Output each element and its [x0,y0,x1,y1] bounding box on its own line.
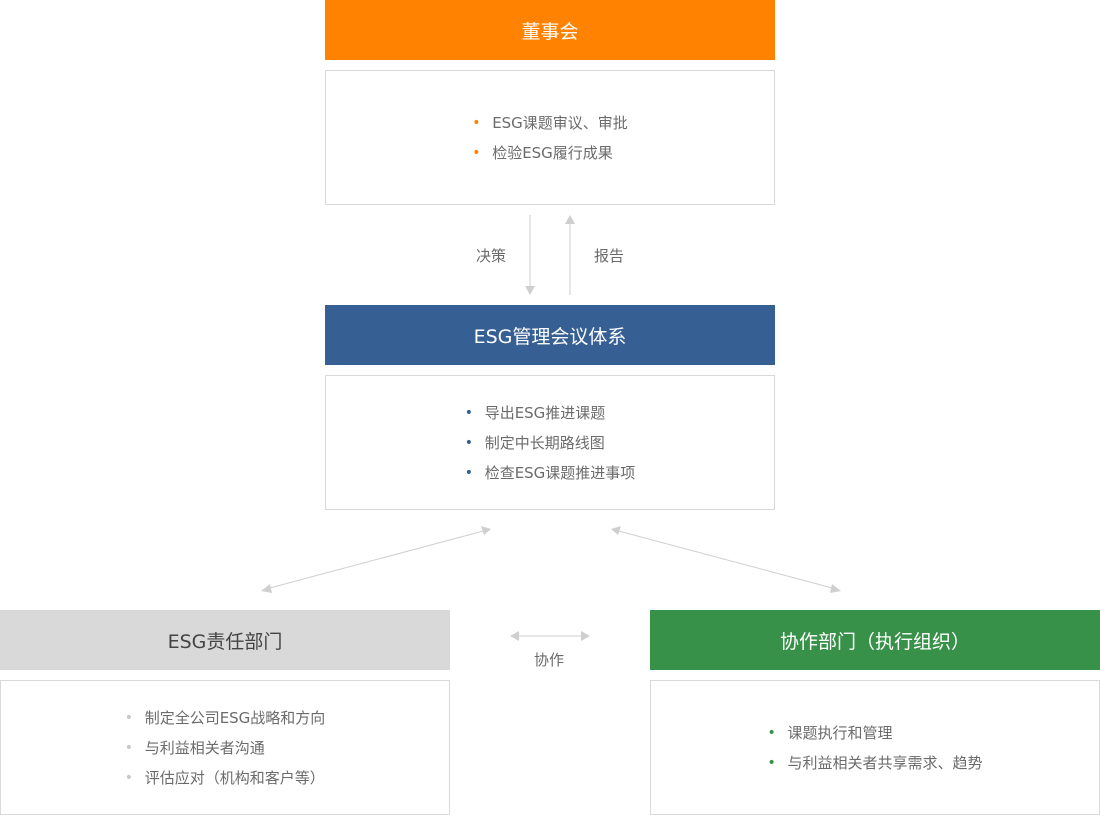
cooperation-label: 协作 [534,651,565,669]
mgmt-box: •导出ESG推进课题 •制定中长期路线图 •检查ESG课题推进事项 [325,375,775,510]
list-item: •评估应对（机构和客户等） [124,768,325,787]
list-item: •检查ESG课题推进事项 [464,463,636,482]
coop-dept-box: •课题执行和管理 •与利益相关者共享需求、趋势 [650,680,1100,815]
left-diagonal-arrow-head-top [481,526,491,535]
mgmt-title: ESG管理会议体系 [473,325,627,348]
right-diagonal-arrow-head-bottom [830,584,841,593]
cooperation-arrow-head-right [581,631,590,641]
esg-dept-header: ESG责任部门 [0,610,450,670]
decision-label: 决策 [476,247,507,265]
mgmt-list: •导出ESG推进课题 •制定中长期路线图 •检查ESG课题推进事项 [465,398,636,488]
list-item: •与利益相关者共享需求、趋势 [767,753,983,772]
board-box: •ESG课题审议、审批 •检验ESG履行成果 [325,70,775,205]
board-list: •ESG课题审议、审批 •检验ESG履行成果 [472,108,628,168]
list-item: •制定全公司ESG战略和方向 [124,708,326,727]
list-item: •课题执行和管理 [767,723,893,742]
decision-arrow-head [525,286,535,295]
left-diagonal-arrow-head-bottom [261,584,272,593]
coop-dept-list: •课题执行和管理 •与利益相关者共享需求、趋势 [767,718,982,778]
right-diagonal-arrow-head-top [611,526,621,535]
cooperation-arrow-head-left [510,631,519,641]
esg-dept-list: •制定全公司ESG战略和方向 •与利益相关者沟通 •评估应对（机构和客户等） [125,703,326,793]
report-label: 报告 [594,247,625,265]
left-diagonal-arrow-line [265,529,488,590]
mgmt-header: ESG管理会议体系 [325,305,775,365]
coop-dept-title: 协作部门（执行组织） [779,630,970,653]
coop-dept-header: 协作部门（执行组织） [650,610,1100,670]
board-title: 董事会 [521,20,579,43]
esg-dept-box: •制定全公司ESG战略和方向 •与利益相关者沟通 •评估应对（机构和客户等） [0,680,450,815]
list-item: •制定中长期路线图 [464,433,605,452]
right-diagonal-arrow-line [614,529,837,590]
report-arrow-head [565,215,575,224]
list-item: •检验ESG履行成果 [472,143,613,162]
list-item: •导出ESG推进课题 [464,403,606,422]
board-header: 董事会 [325,0,775,60]
list-item: •与利益相关者沟通 [124,738,265,757]
esg-dept-title: ESG责任部门 [167,630,283,653]
list-item: •ESG课题审议、审批 [472,113,628,132]
